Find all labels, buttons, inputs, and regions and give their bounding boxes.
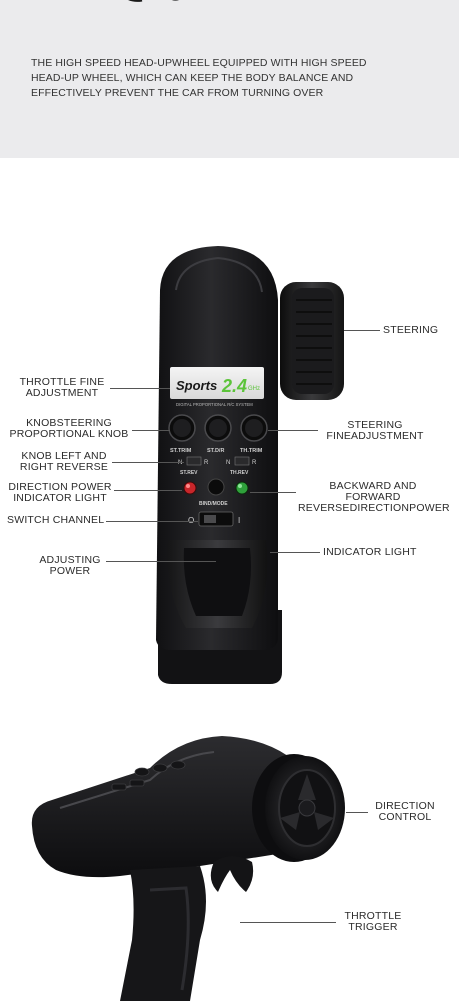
callout-knob-left-right: KNOB LEFT AND RIGHT REVERSE [19,450,109,473]
callout-line [110,388,170,389]
trim-knobs [168,414,268,442]
switch-letter-r: R [204,460,209,466]
callout-indicator-light: INDICATOR LIGHT [323,546,417,558]
callout-backward-forward: BACKWARD AND FORWARD REVERSEDIRECTIONPOW… [298,480,450,514]
callout-knob-steering: KNOBSTEERING PROPORTIONAL KNOB [9,417,129,440]
callout-steering: STEERING [383,324,439,336]
callout-line [346,812,368,813]
wheel-edge-image [128,0,179,2]
callout-line [114,490,182,491]
callout-adjusting-power: ADJUSTING POWER [39,554,101,577]
callout-line [344,330,380,331]
callout-line [132,430,170,431]
callout-line [106,521,198,522]
callout-line [268,430,318,431]
info-banner [0,0,459,158]
description-text: THE HIGH SPEED HEAD-UPWHEEL EQUIPPED WIT… [31,56,431,101]
bind-mode-button[interactable] [207,478,225,496]
callout-throttle-fine: THROTTLE FINE ADJUSTMENT [19,376,105,399]
st-rev-switch[interactable] [186,456,202,466]
callout-direction-power: DIRECTION POWER INDICATOR LIGHT [8,481,112,504]
description-line: EFFECTIVELY PREVENT THE CAR FROM TURNING… [31,87,324,99]
callout-direction-control: DIRECTION CONTROL [375,800,435,823]
callout-line [250,492,296,493]
switch-letter-n: N [178,460,182,466]
callout-throttle-trigger: THROTTLE TRIGGER [344,910,402,933]
rev-label-th: TH.REV [230,470,249,476]
description-line: THE HIGH SPEED HEAD-UPWHEEL EQUIPPED WIT… [31,57,367,69]
rev-label-st: ST.REV [180,470,198,476]
knob-label-st-dr: ST.D/R [207,448,224,454]
callout-switch-channel: SWITCH CHANNEL [7,514,105,526]
system-text: DIGITAL PROPORTIONAL R/C SYSTEM [176,402,253,407]
callout-line [112,462,184,463]
callout-line [106,561,216,562]
knob-label-st-trim: ST.TRIM [170,448,192,454]
switch-letter-r: R [252,460,257,466]
frequency-text: 2.4 [221,376,247,396]
callout-steering-fine: STEERING FINEADJUSTMENT [326,419,424,442]
knob-label-th-trim: TH.TRIM [240,448,263,454]
switch-letter-n: N [226,460,230,466]
brand-text: Sports [176,378,217,393]
description-line: HEAD-UP WHEEL, WHICH CAN KEEP THE BODY B… [31,72,354,84]
frequency-unit: GHz [248,386,260,392]
callout-line [240,922,336,923]
th-rev-switch[interactable] [234,456,250,466]
bind-mode-label: BIND/MODE [199,501,228,507]
power-on-mark: I [238,516,240,525]
callout-line [270,552,320,553]
power-off-mark: O [188,516,194,525]
